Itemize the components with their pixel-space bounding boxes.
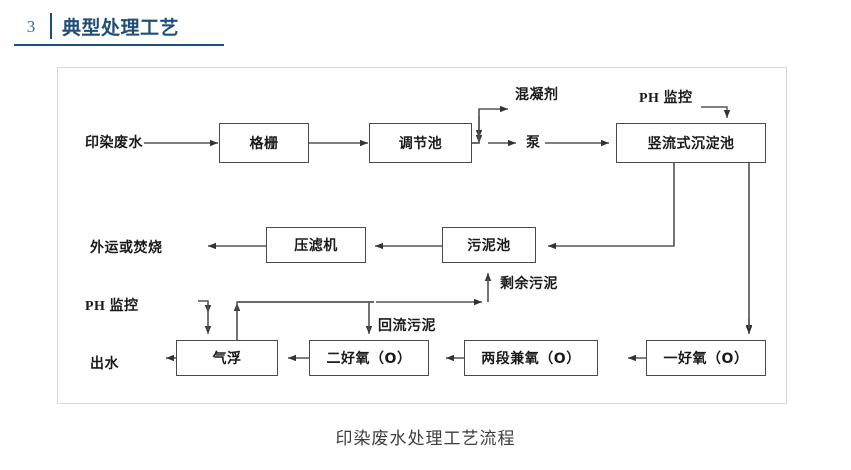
header-divider: [50, 13, 52, 39]
node-filter-press[interactable]: 压滤机: [266, 227, 366, 263]
node-two-stage-facultative[interactable]: 两段兼氧（O）: [464, 340, 598, 376]
node-label: 气浮: [212, 351, 242, 367]
node-second-aerobic[interactable]: 二好氧（O）: [309, 340, 429, 376]
label-coagulant: 混凝剂: [514, 84, 560, 104]
label-haul-or-incinerate: 外运或焚烧: [89, 237, 164, 257]
node-label: 格栅: [249, 136, 279, 152]
node-label: 调节池: [398, 136, 443, 152]
diagram-frame: 格栅 调节池 竖流式沉淀池 压滤机 污泥池 气浮 二好氧（O） 两段兼氧（O） …: [57, 67, 787, 404]
node-grille[interactable]: 格栅: [219, 123, 309, 163]
label-text: 泵: [526, 135, 541, 151]
node-first-aerobic[interactable]: 一好氧（O）: [646, 340, 766, 376]
section-number: 3: [26, 16, 36, 36]
node-vertical-flow-settler[interactable]: 竖流式沉淀池: [616, 123, 766, 163]
node-label: 二好氧（O）: [326, 351, 412, 367]
label-text: 出水: [90, 356, 119, 372]
node-label: 竖流式沉淀池: [647, 136, 735, 152]
node-air-flotation[interactable]: 气浮: [176, 340, 278, 376]
label-text: 混凝剂: [515, 87, 559, 103]
label-influent: 印染废水: [84, 132, 144, 152]
label-text: PH 监控: [85, 299, 139, 314]
page-title: 典型处理工艺: [62, 17, 180, 39]
label-text: 印染废水: [85, 135, 143, 151]
label-text: 外运或焚烧: [90, 240, 163, 256]
label-text: 剩余污泥: [500, 276, 558, 292]
label-excess-sludge: 剩余污泥: [499, 273, 559, 293]
node-label: 压滤机: [294, 238, 338, 254]
label-text: PH 监控: [639, 91, 693, 106]
node-label: 一好氧（O）: [663, 351, 749, 367]
node-label: 污泥池: [467, 238, 511, 254]
node-regulation-tank[interactable]: 调节池: [369, 123, 472, 163]
node-sludge-pool[interactable]: 污泥池: [442, 227, 536, 263]
label-ph-monitor-bottom: PH 监控: [84, 295, 140, 315]
node-label: 两段兼氧（O）: [481, 351, 581, 367]
label-return-sludge: 回流污泥: [377, 315, 437, 335]
label-text: 回流污泥: [378, 318, 436, 334]
label-effluent: 出水: [89, 353, 120, 373]
section-header: 3 典型处理工艺: [14, 8, 224, 46]
label-ph-monitor-top: PH 监控: [638, 87, 694, 107]
figure-caption: 印染废水处理工艺流程: [335, 429, 516, 449]
label-pump: 泵: [525, 132, 542, 152]
